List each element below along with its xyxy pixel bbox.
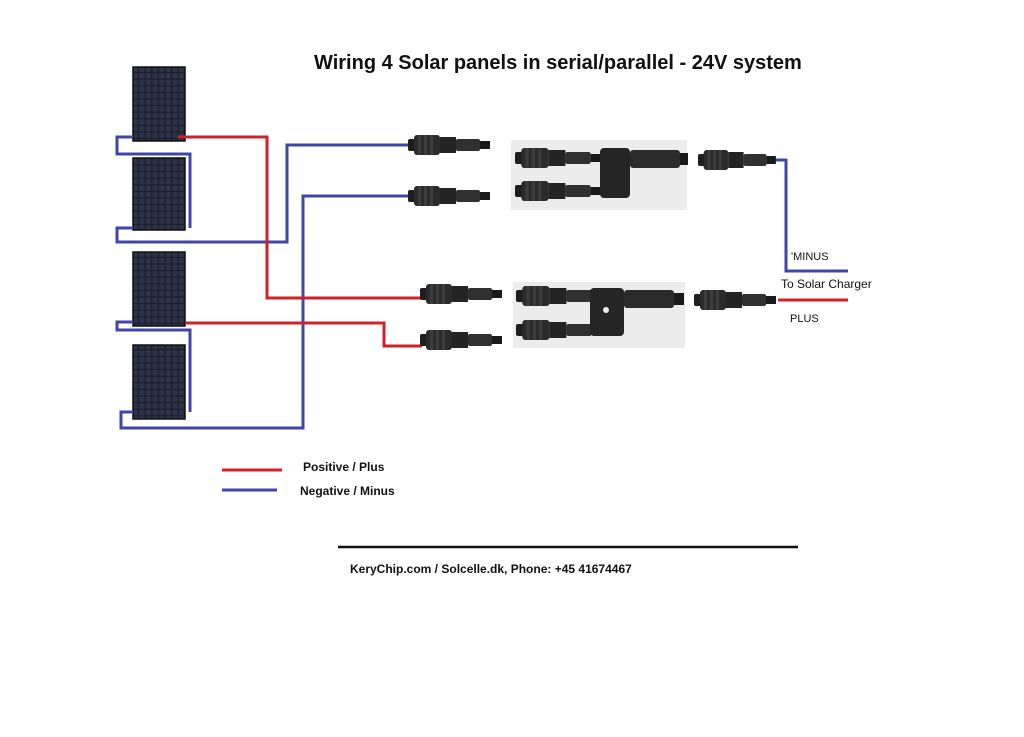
- mc4-branch-connector-icon: [511, 140, 688, 210]
- mc4-connector-icon: [408, 186, 490, 206]
- positive-wires: [178, 135, 848, 348]
- solar-panel-1: [132, 66, 186, 142]
- legend-negative-label: Negative / Minus: [300, 484, 395, 498]
- legend-positive-label: Positive / Plus: [303, 460, 385, 474]
- wire-string1-negative: [115, 143, 410, 244]
- wire-string2-positive: [186, 321, 422, 348]
- mc4-connector-icon: [420, 284, 502, 304]
- footer-contact: KeryChip.com / Solcelle.dk, Phone: +45 4…: [350, 562, 632, 576]
- wire-p1-p2-series: [115, 135, 192, 228]
- mc4-connector-icon: [408, 135, 490, 155]
- mc4-connector-icon: [420, 330, 502, 350]
- label-to-solar-charger: To Solar Charger: [781, 277, 872, 291]
- wire-string2-negative: [119, 194, 410, 430]
- page-title: Wiring 4 Solar panels in serial/parallel…: [314, 52, 802, 74]
- wire-p3-p4-series: [115, 320, 192, 412]
- mc4-connector-icon: [694, 290, 776, 310]
- wire-output-minus: [772, 158, 848, 273]
- mc4-connector-icon: [698, 150, 776, 170]
- solar-panel-2: [132, 157, 186, 231]
- solar-panel-4: [132, 344, 186, 420]
- wire-string1-positive: [178, 135, 422, 300]
- negative-wires: [115, 135, 848, 430]
- mc4-branch-connector-icon: [513, 282, 685, 348]
- label-plus: PLUS: [790, 313, 819, 325]
- label-minus: 'MINUS: [791, 251, 829, 263]
- solar-panel-3: [132, 251, 186, 327]
